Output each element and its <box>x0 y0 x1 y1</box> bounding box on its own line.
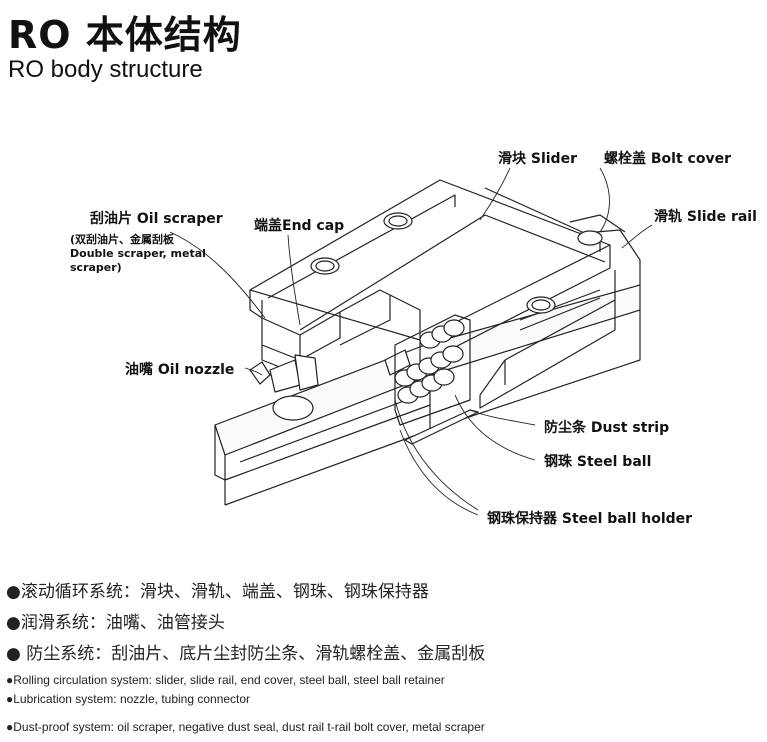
label-oil-scraper: 刮油片 Oil scraper <box>90 211 223 227</box>
slider-shape <box>249 179 616 409</box>
dust-strip-shape <box>404 409 479 445</box>
system-line-lubrication-cn: ●润滑系统：油嘴、油管接头 <box>6 613 225 633</box>
steel-balls-shape <box>384 314 471 426</box>
label-oil-scraper-note-2: Double scraper, metal <box>70 247 206 260</box>
label-oil-scraper-note-1: (双刮油片、金属刮板 <box>70 233 175 246</box>
bolt-holes <box>310 212 556 314</box>
system-line-dustproof-cn: ● 防尘系统：刮油片、底片尘封防尘条、滑轨螺栓盖、金属刮板 <box>6 644 486 664</box>
page-title: RO 本体结构 <box>8 13 242 57</box>
system-line-rolling-en: ●Rolling circulation system: slider, sli… <box>6 673 445 687</box>
label-oil-scraper-note-3: scraper) <box>70 261 122 274</box>
label-end-cap: 端盖End cap <box>254 218 345 234</box>
label-oil-nozzle: 油嘴 Oil nozzle <box>125 362 235 378</box>
system-line-dustproof-en: ●Dust-proof system: oil scraper, negativ… <box>6 720 485 734</box>
system-line-rolling-cn: ●滚动循环系统：滑块、滑轨、端盖、钢珠、钢珠保持器 <box>6 582 429 602</box>
label-slide-rail: 滑轨 Slide rail <box>654 209 757 225</box>
label-dust-strip: 防尘条 Dust strip <box>544 420 670 436</box>
leader-lines <box>169 167 653 516</box>
page-subtitle: RO body structure <box>8 56 203 83</box>
bolt-cover-shape <box>577 230 603 246</box>
label-slider: 滑块 Slider <box>498 151 577 167</box>
system-line-lubrication-en: ●Lubrication system: nozzle, tubing conn… <box>6 692 251 706</box>
label-steel-ball: 钢珠 Steel ball <box>544 454 652 470</box>
oil-nozzle-shape <box>249 354 319 421</box>
label-steel-ball-holder: 钢珠保持器 Steel ball holder <box>487 511 693 527</box>
label-bolt-cover: 螺栓盖 Bolt cover <box>604 151 731 167</box>
